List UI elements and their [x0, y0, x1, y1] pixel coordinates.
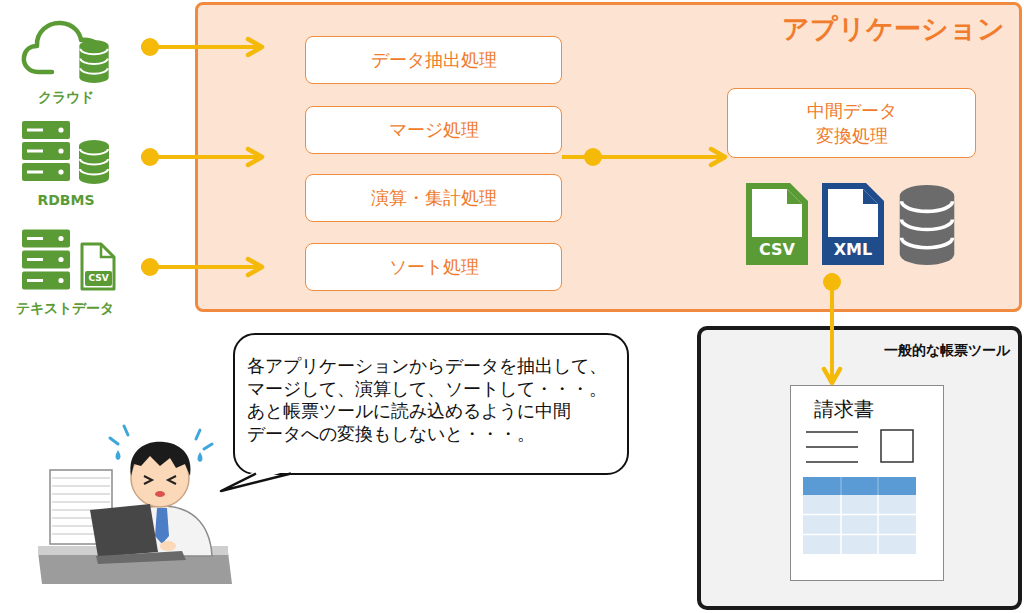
laptop-screen — [90, 504, 158, 557]
arrow-origin-dot — [141, 38, 159, 56]
table-header — [803, 477, 916, 495]
speech-text: 各アプリケーションからデータを抽出して、 マージして、演算して、ソートして・・・… — [247, 355, 619, 445]
database-symbol — [79, 40, 108, 83]
file-fold — [863, 189, 878, 204]
file-type-label: CSV — [746, 240, 808, 260]
worker-mouth — [155, 491, 165, 497]
process-box: 中間データ 変換処理 — [727, 88, 976, 158]
file-icon: CSV — [746, 183, 808, 265]
process-label: 演算・集計処理 — [306, 175, 561, 221]
source-label: クラウド — [20, 88, 112, 106]
table-grid — [803, 495, 916, 554]
flow-arrow — [141, 265, 262, 269]
file-outline — [746, 183, 808, 265]
database-symbol — [79, 140, 109, 184]
sweat-drops — [116, 450, 203, 462]
file-type-badge — [85, 271, 112, 286]
application-container: アプリケーションデータ抽出処理マージ処理演算・集計処理ソート処理 中間データ 変換… — [195, 2, 1022, 312]
process-box: ソート処理 — [305, 243, 562, 291]
cloud-symbol — [24, 23, 99, 72]
worker-hair — [130, 442, 190, 476]
arrow-origin-dot — [141, 148, 159, 166]
desk-top — [38, 546, 228, 555]
data-source: RDBMS — [18, 118, 141, 213]
worker-eyes — [144, 476, 176, 484]
stress-marks — [110, 426, 212, 449]
worker-body — [116, 506, 212, 556]
file-fold — [101, 244, 114, 257]
container-title: 一般的な帳票ツール — [884, 341, 1010, 359]
database-symbol — [900, 185, 955, 265]
paper-edges — [52, 478, 110, 534]
container-title: アプリケーション — [782, 11, 1005, 47]
tool-container: 一般的な帳票ツール請求書 — [697, 326, 1022, 610]
data-source: クラウド — [20, 16, 141, 111]
server-symbol — [22, 230, 70, 290]
worker-tie — [155, 508, 169, 544]
desk — [38, 552, 232, 584]
file-page — [752, 189, 802, 237]
bubble-tail-outline — [221, 474, 291, 492]
process-box: 演算・集計処理 — [305, 174, 562, 222]
laptop-base — [96, 551, 186, 564]
source-label: RDBMS — [18, 191, 114, 209]
process-label: データ抽出処理 — [306, 37, 561, 83]
worker-head — [131, 449, 189, 507]
speech-bubble: 各アプリケーションからデータを抽出して、 マージして、演算して、ソートして・・・… — [233, 333, 629, 475]
file-symbol — [82, 244, 114, 289]
file-fold — [787, 189, 802, 204]
process-box: データ抽出処理 — [305, 36, 562, 84]
arrow-origin-dot — [823, 273, 841, 291]
process-label: ソート処理 — [306, 244, 561, 290]
arrow-origin-dot — [141, 258, 159, 276]
file-type-label: XML — [822, 240, 884, 260]
file-type-badge-label: CSV — [85, 271, 112, 286]
worker-hand — [160, 541, 176, 551]
table-header-grid — [841, 477, 878, 495]
document-text-lines — [806, 432, 858, 462]
process-label: マージ処理 — [306, 107, 561, 153]
paper-stack — [50, 470, 112, 544]
file-outline — [822, 183, 884, 265]
document-stamp-box — [881, 430, 913, 462]
arrow-origin-dot — [584, 148, 602, 166]
flow-arrow — [141, 155, 262, 159]
file-page — [828, 189, 878, 237]
bubble-tail-fill — [221, 470, 290, 491]
process-label: 中間データ 変換処理 — [792, 98, 912, 148]
document-title: 請求書 — [814, 396, 874, 422]
flow-arrow — [562, 155, 725, 159]
server-symbol — [22, 121, 70, 181]
source-label: テキストデータ — [4, 299, 126, 317]
invoice-document: 請求書 — [790, 385, 944, 581]
table-body — [803, 495, 916, 554]
data-source: テキストデータ — [4, 225, 141, 320]
flow-arrow — [141, 45, 262, 49]
flow-arrow — [830, 273, 834, 383]
process-box: マージ処理 — [305, 106, 562, 154]
file-icon: XML — [822, 183, 884, 273]
